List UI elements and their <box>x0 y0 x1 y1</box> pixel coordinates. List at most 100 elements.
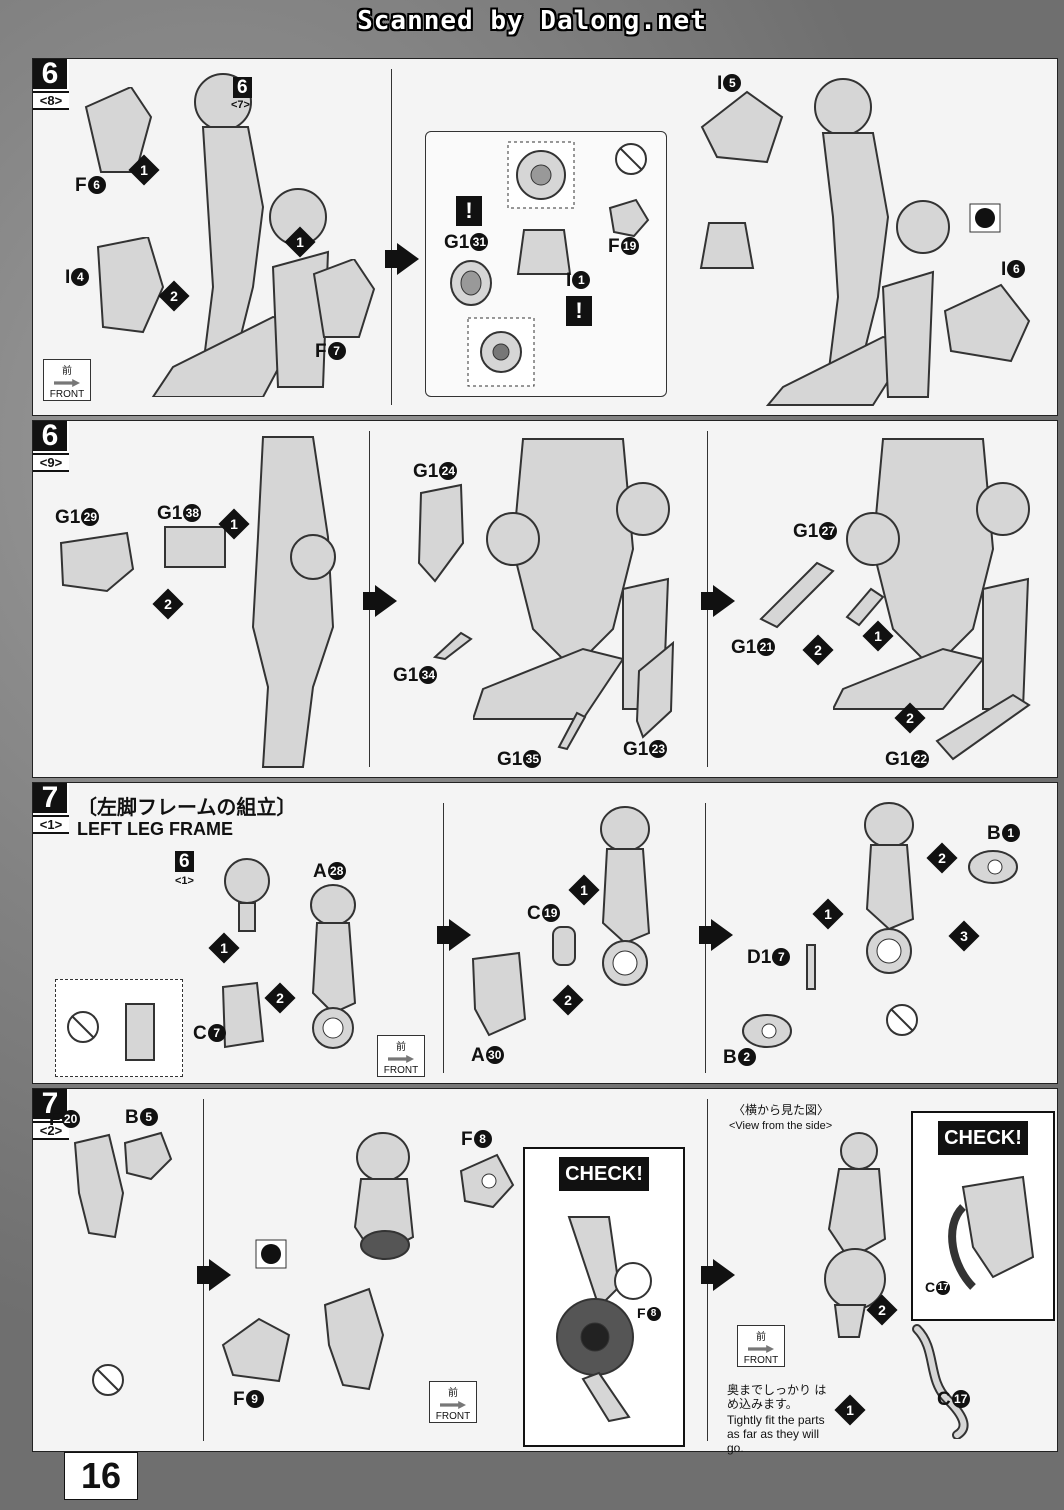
ball-joint-icon <box>224 858 270 932</box>
part-d17-icon <box>806 944 816 990</box>
order-marker: 2 <box>802 634 834 666</box>
page-number: 16 <box>64 1452 138 1500</box>
order-marker: 2 <box>158 280 190 312</box>
caution-icon: ! <box>456 196 482 226</box>
side-view-jp: 〈横から見た図〉 <box>733 1103 830 1117</box>
order-marker: 1 <box>834 1394 866 1426</box>
order-marker: 2 <box>552 984 584 1016</box>
tip-en: Tightly fit the parts as far as they wil… <box>727 1413 825 1455</box>
part-i5-icon <box>700 90 784 164</box>
section-title-en: LEFT LEG FRAME <box>77 819 233 839</box>
part-thruster-icon <box>699 222 755 269</box>
part-i4-icon <box>96 237 165 334</box>
part-g131-icon <box>450 260 492 306</box>
order-marker: 1 <box>128 154 160 186</box>
leg-assembly-drawing-icon <box>151 73 330 397</box>
order-marker: 1 <box>218 508 250 540</box>
part-c17-icon <box>912 1324 969 1439</box>
order-marker: 3 <box>948 920 980 952</box>
scan-credit: Scanned by Dalong.net <box>357 6 707 36</box>
step-badge: 6 <9> <box>33 421 69 472</box>
order-marker: 1 <box>812 898 844 930</box>
step-number: 7 <box>33 1089 67 1119</box>
part-b5-icon <box>123 1131 173 1181</box>
order-marker: 1 <box>862 620 894 652</box>
paint-marker-icon <box>255 1239 287 1269</box>
no-cut-inset <box>55 979 183 1077</box>
frame-b-icon <box>864 802 915 974</box>
next-arrow-icon <box>701 585 735 617</box>
ref-sub-label: <7> <box>231 99 250 111</box>
part-f20-icon <box>73 1133 125 1239</box>
step-sub: <8> <box>33 91 69 110</box>
order-marker: 2 <box>894 702 926 734</box>
order-marker: 1 <box>568 874 600 906</box>
section-title-jp: 〔左脚フレームの組立〕 <box>77 797 297 819</box>
step-7-1-panel: 7 <1> 〔左脚フレームの組立〕 LEFT LEG FRAME 6 <1> A… <box>32 782 1058 1084</box>
part-g134-icon <box>433 631 473 661</box>
frame-top-icon <box>353 1132 415 1260</box>
part-g127-icon <box>845 587 885 627</box>
part-f19-icon <box>608 198 650 238</box>
part-g123-icon <box>635 641 675 739</box>
order-marker: 2 <box>152 588 184 620</box>
part-i6-icon <box>943 283 1031 363</box>
divider <box>391 69 392 405</box>
part-f8-icon <box>459 1153 515 1209</box>
step-sub: <2> <box>33 1121 69 1140</box>
leg-armor-final-icon <box>833 438 1030 710</box>
part-a30-icon <box>471 951 527 1037</box>
next-arrow-icon <box>699 919 733 951</box>
part-b1-icon <box>968 850 1018 884</box>
part-closeup-icon <box>125 1003 155 1061</box>
next-arrow-icon <box>701 1259 735 1291</box>
lower-leg-side-icon <box>251 436 336 768</box>
part-f7-icon <box>312 259 376 338</box>
next-arrow-icon <box>385 243 419 275</box>
part-f6-icon <box>84 87 153 173</box>
ref-sub-label: <1> <box>175 875 194 887</box>
part-f9-icon <box>221 1317 291 1383</box>
step-number: 6 <box>33 421 67 451</box>
ref-step-label: 6 <box>233 77 252 99</box>
check-detail-icon <box>556 1216 652 1423</box>
leg-assembly-completed-icon <box>765 78 950 406</box>
tip-jp: 奥までしっかり はめ込みます。 <box>727 1383 827 1411</box>
step-sub: <1> <box>33 815 69 834</box>
part-g121-icon <box>759 561 835 629</box>
do-not-cut-icon <box>615 143 647 175</box>
part-g138-icon <box>164 526 226 568</box>
frame-lower-icon <box>323 1287 385 1391</box>
part-c19-icon <box>552 926 576 966</box>
joint-closeup-icon <box>507 141 575 209</box>
step-number: 7 <box>33 783 67 813</box>
check-title: CHECK! <box>559 1157 649 1191</box>
